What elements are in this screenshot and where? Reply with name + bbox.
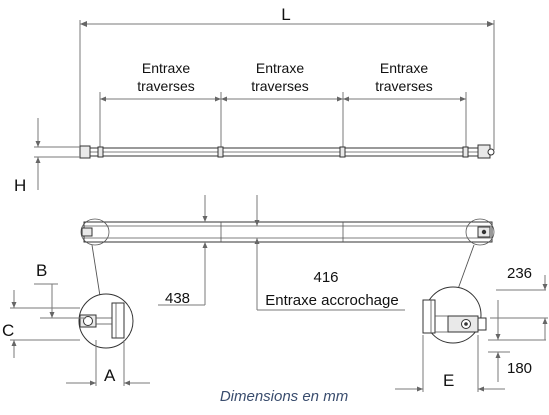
top-view-bar xyxy=(80,218,495,246)
entraxe-label-2-line1: Entraxe xyxy=(256,60,304,76)
dimension-label-a: A xyxy=(104,366,116,385)
entraxe-label-1-line2: traverses xyxy=(137,78,195,94)
entraxe-label-3-line1: Entraxe xyxy=(380,60,428,76)
dimension-label-c: C xyxy=(2,321,14,340)
dimension-e xyxy=(395,335,505,392)
side-view-bar xyxy=(79,144,495,159)
caption-dimensions: Dimensions en mm xyxy=(220,388,348,405)
dimension-c xyxy=(10,290,80,358)
dimension-438 xyxy=(158,195,208,306)
dimension-180 xyxy=(488,300,546,382)
leader-line-left xyxy=(91,244,101,297)
dimension-236 xyxy=(490,275,548,340)
dimension-height xyxy=(34,118,80,190)
dimension-label-e: E xyxy=(443,371,454,390)
dimension-label-height: H xyxy=(14,176,26,195)
dimension-label-236: 236 xyxy=(507,265,532,282)
dimension-label-length: L xyxy=(281,5,290,24)
dimension-b xyxy=(34,283,86,319)
dimension-length xyxy=(79,20,495,150)
entraxe-label-3-line2: traverses xyxy=(375,78,433,94)
detail-left xyxy=(78,293,134,349)
entraxe-label-1-line1: Entraxe xyxy=(142,60,190,76)
label-entraxe-accrochage: Entraxe accrochage xyxy=(265,292,398,309)
dimension-a xyxy=(66,340,150,386)
dimension-label-416: 416 xyxy=(313,269,338,286)
dimension-entraxe-traverses xyxy=(99,92,467,150)
dimension-label-180: 180 xyxy=(507,360,532,377)
dimension-label-438: 438 xyxy=(165,290,190,307)
dimension-416 xyxy=(254,195,405,311)
detail-right xyxy=(422,286,487,344)
entraxe-label-2-line2: traverses xyxy=(251,78,309,94)
dimension-label-b: B xyxy=(36,261,47,280)
leader-line-right xyxy=(457,244,475,290)
